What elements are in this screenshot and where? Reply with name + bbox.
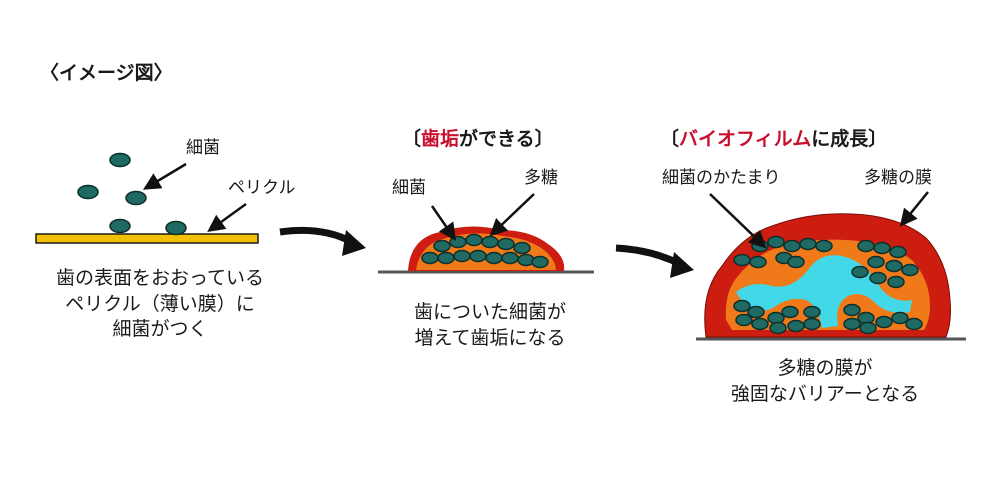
bacterium	[843, 317, 861, 331]
bacterium	[733, 299, 751, 313]
bacterium	[857, 311, 875, 325]
stage2-bacteria	[421, 233, 549, 269]
bacterium	[501, 251, 519, 265]
pellicle-layer	[35, 233, 259, 244]
pointer-arrow-icon	[489, 193, 535, 237]
pointer-arrow-icon	[207, 202, 247, 233]
arrow-right-icon	[279, 226, 354, 246]
stage1-caption: 歯の表面をおおっている ペリクル（薄い膜）に 細菌がつく	[10, 266, 310, 343]
bacterium	[767, 311, 785, 325]
bacterium	[787, 255, 805, 269]
arrow-right-icon	[342, 230, 366, 256]
bacterium	[465, 233, 483, 247]
bacterium	[453, 249, 471, 263]
stage2-bacteria-label: 細菌	[392, 178, 426, 198]
bacterium	[869, 271, 887, 285]
stage1-caption-line: ペリクル（薄い膜）に	[65, 292, 255, 315]
bacterium	[781, 305, 799, 319]
bacterium	[905, 317, 923, 331]
stage3-heading-open: 〔	[660, 128, 680, 150]
arrow-right-icon	[615, 244, 682, 268]
bacterium	[469, 249, 487, 263]
arrow-right-icon	[670, 252, 694, 278]
bacterium	[769, 321, 787, 335]
stage3-bacteria	[733, 235, 923, 335]
stage3-heading-term: バイオフィルム	[679, 128, 812, 150]
bacterium	[857, 239, 875, 253]
pointer-arrow-icon	[142, 162, 187, 190]
pointer-arrow-icon	[899, 191, 929, 227]
bacterium	[485, 251, 503, 265]
bacterium	[165, 220, 187, 236]
stage3-heading-rest: に成長〕	[811, 128, 888, 150]
bacterium	[125, 190, 147, 206]
bacterium	[873, 241, 891, 255]
stage1-bacteria-label: 細菌	[186, 138, 220, 158]
bacterium	[735, 313, 753, 327]
stage2-caption-line: 増えて歯垢になる	[414, 326, 566, 349]
stage3-caption-line: 多糖の膜が	[777, 357, 873, 379]
stage2-polysaccharide-label: 多糖	[524, 168, 558, 188]
bacterium	[799, 237, 817, 251]
bacterium	[517, 253, 535, 267]
bacterium	[803, 317, 821, 331]
bacterium	[497, 237, 515, 251]
bacterium	[891, 311, 909, 325]
bacterium	[843, 303, 861, 317]
bacterium	[783, 239, 801, 253]
stage1-caption-line: 歯の表面をおおっている	[55, 267, 265, 289]
bacterium	[481, 235, 499, 249]
bacterium	[901, 263, 919, 277]
bacterium	[875, 315, 893, 329]
bacterium	[449, 235, 467, 249]
bacterium	[733, 253, 751, 267]
stage2-heading-rest: ができる〕	[459, 128, 554, 150]
stage3-heading: 〔バイオフィルムに成長〕	[660, 128, 887, 151]
stage3-caption-line: 強固なバリアーとなる	[730, 382, 920, 405]
stage1-pellicle-label: ペリクル	[228, 178, 296, 198]
bacterium	[531, 255, 549, 269]
bacterium	[859, 321, 877, 335]
stage2-heading-term: 歯垢	[421, 128, 460, 150]
bacterium	[889, 245, 907, 259]
bacterium	[787, 319, 805, 333]
pointer-arrow-icon	[430, 205, 456, 241]
bacterium	[885, 259, 903, 273]
bacterium	[749, 255, 767, 269]
bacterium	[437, 251, 455, 265]
stage3-caption: 多糖の膜が 強固なバリアーとなる	[690, 356, 960, 407]
stage3-cluster-label: 細菌のかたまり	[662, 168, 781, 188]
stage3-membrane-label: 多糖の膜	[864, 168, 932, 188]
bacterium	[77, 184, 99, 200]
bacterium	[851, 265, 869, 279]
bacterium	[747, 305, 765, 319]
stage2-heading: 〔歯垢ができる〕	[402, 128, 554, 151]
bacterium	[767, 235, 785, 249]
bacterium	[751, 317, 769, 331]
stage1-bacteria	[77, 152, 187, 236]
bacterium	[421, 251, 439, 265]
bacterium	[513, 241, 531, 255]
stage1-caption-line: 細菌がつく	[112, 318, 208, 341]
stage2-caption-line: 歯についた細菌が	[413, 301, 566, 323]
bacterium	[887, 275, 905, 289]
bacterium	[109, 218, 131, 234]
stage2-heading-open: 〔	[402, 128, 422, 150]
stage2-caption: 歯についた細菌が 増えて歯垢になる	[365, 300, 615, 351]
pointer-arrow-icon	[709, 193, 767, 249]
bacterium	[815, 239, 833, 253]
bacterium	[867, 255, 885, 269]
bacterium	[803, 305, 821, 319]
diagram-title: 〈イメージ図〉	[40, 62, 173, 84]
bacterium	[433, 239, 451, 253]
bacterium	[109, 152, 131, 168]
